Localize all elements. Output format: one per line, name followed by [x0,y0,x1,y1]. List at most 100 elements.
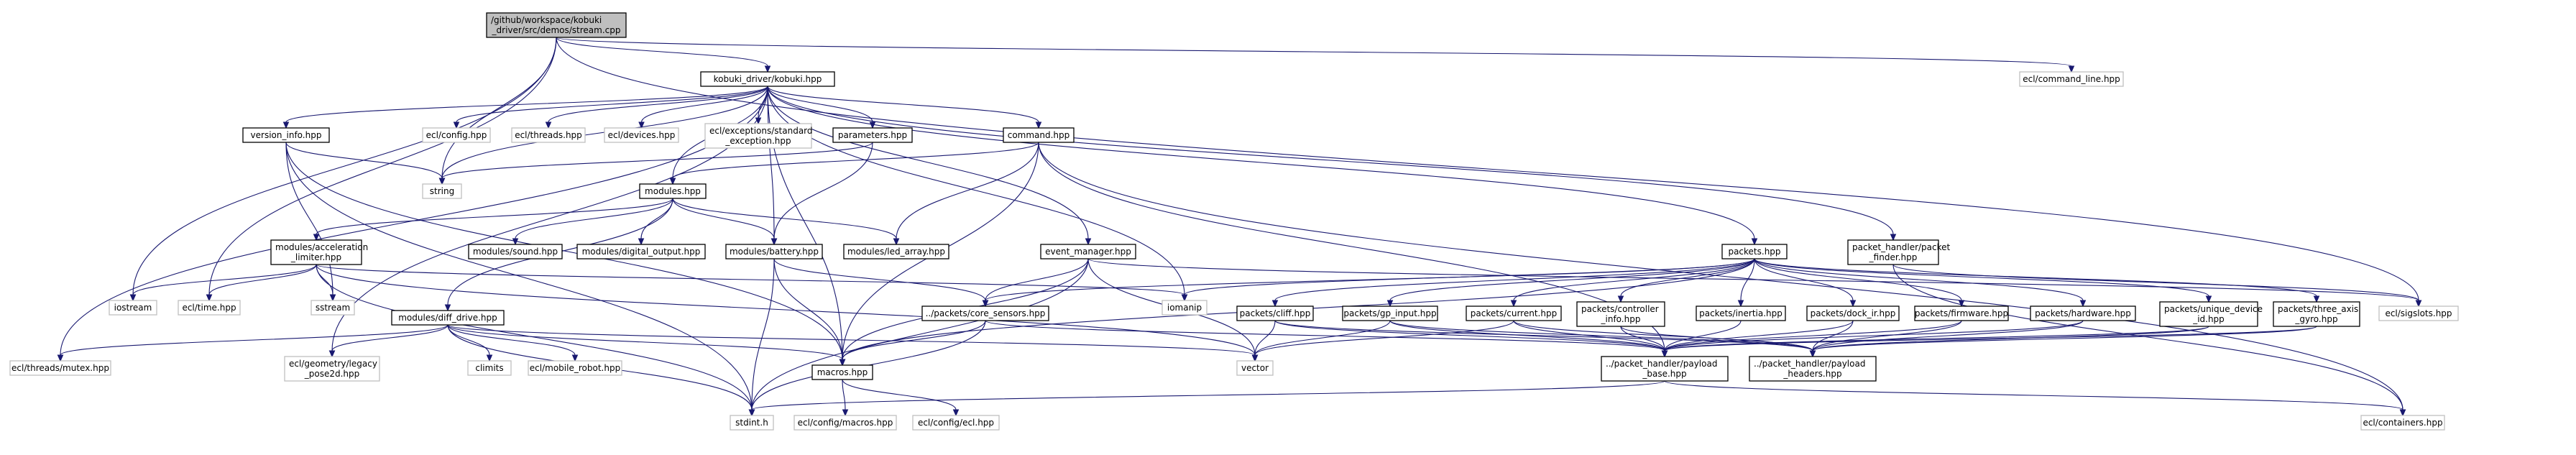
node-label: packets/three_axis [2278,304,2358,314]
node-box [730,415,774,431]
edge-pktfinder-to-sigslots [1892,264,2422,308]
node-modaccel[interactable]: modules/acceleration_limiter.hpp [270,239,368,265]
node-box [700,71,835,87]
edge-eventmgr-to-coresensors [982,258,1089,308]
node-moddigout[interactable]: modules/digital_output.hpp [576,244,706,259]
node-label: _finder.hpp [1869,252,1918,262]
node-command[interactable]: command.hpp [1003,127,1075,143]
node-macros[interactable]: macros.hpp [811,364,873,380]
node-ecldevices: ecl/devices.hpp [604,127,679,143]
edge-packets-to-pthreeaxis [1754,258,2320,303]
edge-root-to-string [438,37,557,185]
node-eventmgr[interactable]: event_manager.hpp [1040,244,1136,259]
node-box [467,360,512,376]
node-box [1576,301,1665,327]
node-box [1236,360,1274,376]
node-pcurrent[interactable]: packets/current.hpp [1466,305,1562,321]
node-moddiff[interactable]: modules/diff_drive.hpp [391,310,505,326]
edge-packets-to-phardware [1754,258,2087,308]
node-box [310,300,355,316]
node-box [912,415,1000,431]
node-ecltime: ecl/time.hpp [178,300,241,316]
edge-packets-to-pinertia [1737,258,1755,308]
node-box [1162,300,1208,316]
node-label: packets.hpp [1728,247,1780,257]
node-coresensors[interactable]: ../packets/core_sensors.hpp [921,305,1049,321]
edge-modaccel-to-iomanip [316,264,1188,302]
edge-kobuki-to-eclconfig [453,86,768,129]
node-kobuki[interactable]: kobuki_driver/kobuki.hpp [700,71,835,87]
node-label: packets/firmware.hpp [1915,308,2008,318]
node-pgpinput[interactable]: packets/gp_input.hpp [1342,305,1438,321]
node-label: packets/unique_device [2164,304,2263,314]
node-box [178,300,241,316]
node-pose2d: ecl/geometry/legacy_pose2d.hpp [284,356,380,382]
node-modbattery[interactable]: modules/battery.hpp [725,244,823,259]
node-label: _exception.hpp [724,136,791,146]
node-label: climits [475,363,503,373]
node-box [2159,301,2258,327]
edge-coresensors-to-payloadbase [985,320,1668,358]
edge-moddiff-to-pose2d [328,324,448,358]
edge-parameters-to-string [438,142,873,185]
node-version[interactable]: version_info.hpp [242,127,330,143]
edge-payloadbase-to-containers [1664,380,2406,417]
edge-packets-to-pcurrent [1510,258,1755,308]
node-box [2378,305,2459,321]
node-punique[interactable]: packets/unique_device_id.hpp [2159,301,2263,327]
node-label: modules/diff_drive.hpp [398,313,497,323]
node-label: ecl/mobile_robot.hpp [530,363,620,373]
node-modules[interactable]: modules.hpp [639,183,707,199]
node-phardware[interactable]: packets/hardware.hpp [2030,305,2136,321]
node-box [1914,305,2009,321]
edge-modules-to-modaccel [313,198,673,242]
node-pfirmware[interactable]: packets/firmware.hpp [1914,305,2009,321]
edge-kobuki-to-packets [767,86,1758,246]
node-box [1696,305,1786,321]
node-payloadbase[interactable]: ../packet_handler/payload_base.hpp [1601,356,1729,382]
node-modsound[interactable]: modules/sound.hpp [468,244,563,259]
node-payloadheaders[interactable]: ../packet_handler/payload_headers.hpp [1749,356,1877,382]
edge-modbattery-to-coresensors [773,258,989,308]
node-box [1749,356,1877,382]
node-pthreeaxis[interactable]: packets/three_axis_gyro.hpp [2273,301,2360,327]
node-box [1721,244,1788,259]
node-label: packets/gp_input.hpp [1343,308,1436,318]
node-modled[interactable]: modules/led_array.hpp [843,244,949,259]
node-label: modules/battery.hpp [730,247,819,257]
node-box [1003,127,1075,143]
node-pcliff[interactable]: packets/cliff.hpp [1236,305,1314,321]
node-label: _limiter.hpp [290,252,341,262]
node-label: parameters.hpp [838,130,907,140]
node-label: event_manager.hpp [1045,247,1131,257]
edge-modaccel-to-ecltime [206,264,317,302]
node-box [422,127,491,143]
edge-kobuki-to-pktfinder [767,86,1897,242]
node-pinertia[interactable]: packets/inertia.hpp [1696,305,1786,321]
node-label: version_info.hpp [251,130,322,140]
node-label: modules/acceleration [275,242,368,252]
node-containers: ecl/containers.hpp [2360,415,2445,431]
node-eclthreads: ecl/threads.hpp [511,127,586,143]
node-label: packet_handler/packet [1852,242,1951,252]
node-pdockir[interactable]: packets/dock_ir.hpp [1806,305,1900,321]
node-box [9,360,111,376]
node-box [1847,239,1939,265]
edge-pcurrent-to-vector [1251,320,1514,362]
node-climits: climits [467,360,512,376]
edge-modules-to-modled [672,198,900,246]
edge-packets-to-pcontroller [1617,258,1755,303]
edge-command-to-modules [669,142,1039,185]
node-parameters[interactable]: parameters.hpp [832,127,913,143]
edge-punique-to-payloadheaders [1809,326,2209,358]
edge-kobuki-to-command [767,86,1042,129]
node-box [528,360,622,376]
node-pcontroller[interactable]: packets/controller_info.hpp [1576,301,1665,327]
node-pktfinder[interactable]: packet_handler/packet_finder.hpp [1847,239,1951,265]
node-box [270,239,362,265]
node-root[interactable]: /github/workspace/kobuki_driver/src/demo… [486,12,627,38]
node-label: vector [1241,363,1269,373]
node-packets[interactable]: packets.hpp [1721,244,1788,259]
edge-packets-to-pgpinput [1386,258,1755,308]
node-label: modules/digital_output.hpp [582,247,701,257]
